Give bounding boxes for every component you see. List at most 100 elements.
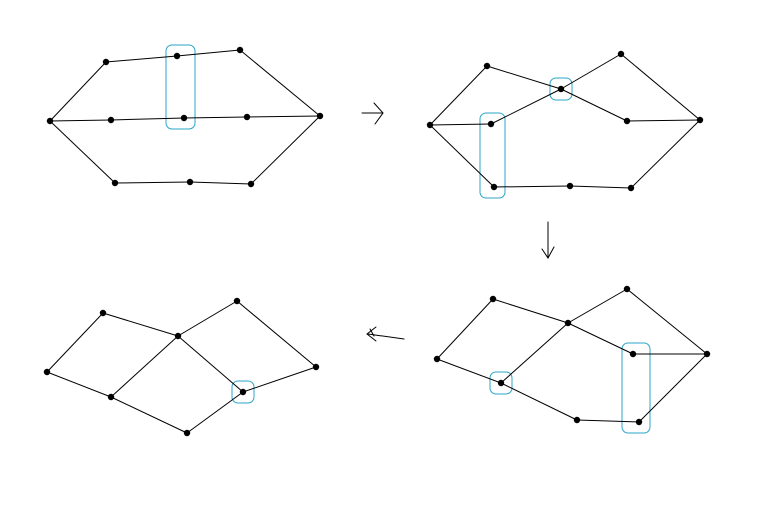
graph-vertex (487, 120, 495, 128)
arrow-down-stroke (541, 246, 555, 259)
graph-edge (46, 312, 104, 373)
arrow-right (361, 102, 384, 125)
graph-edge (239, 49, 321, 117)
arrow-left-stroke (366, 326, 377, 342)
graph-edge (429, 65, 488, 126)
graph-edge (630, 119, 701, 189)
graph-vertex (111, 179, 119, 187)
graph-vertex (43, 368, 51, 376)
arrow-left-stroke (367, 333, 405, 340)
graph-edge (105, 55, 178, 63)
graph-vertex (243, 113, 251, 121)
graph-vertex (433, 355, 441, 363)
highlight-box (489, 371, 513, 395)
graph-vertex (107, 116, 115, 124)
transition-arrows (361, 102, 555, 342)
graph-vertex (566, 182, 574, 190)
graph-edge (429, 124, 495, 188)
graph-edge (46, 371, 112, 398)
graph-edge (626, 288, 708, 355)
panel-3 (433, 285, 711, 434)
graph-vertex (623, 117, 631, 125)
graph-vertex (99, 309, 107, 317)
graph-edge (429, 123, 492, 126)
graph-vertex (635, 418, 643, 426)
graph-edge (177, 335, 244, 393)
highlight-box (621, 342, 651, 434)
graph-edge (114, 181, 191, 184)
graph-vertex (236, 46, 244, 54)
graph-vertex (703, 350, 711, 358)
graph-edge (186, 391, 244, 434)
highlight-box (165, 44, 196, 130)
graph-edge (110, 396, 188, 434)
graph-vertex (426, 121, 434, 129)
panel-4 (43, 297, 320, 437)
graph-edge (620, 53, 701, 121)
arrow-left (366, 326, 405, 342)
highlight-box (479, 112, 506, 199)
graph-edge (246, 115, 321, 118)
graph-edge (236, 300, 317, 368)
graph-vertex (489, 295, 497, 303)
graph-edge (102, 312, 179, 337)
graph-vertex (186, 178, 194, 186)
graph-edge (110, 335, 179, 398)
graph-vertex (247, 180, 255, 188)
graph-edge (500, 382, 578, 421)
graph-edge (436, 358, 502, 384)
graph-vertex (239, 388, 247, 396)
graph-edge (110, 117, 185, 121)
graph-edge (638, 353, 708, 423)
graph-vertex (497, 379, 505, 387)
graph-vertex (696, 116, 704, 124)
graph-edge (576, 419, 640, 423)
graph-vertex (629, 350, 637, 358)
graph-vertex (173, 52, 181, 60)
graph-edge (626, 119, 701, 122)
panel-2 (426, 50, 704, 199)
graph-vertex (102, 58, 110, 66)
graph-vertex (617, 50, 625, 58)
graph-edge (493, 185, 571, 188)
arrow-left-stroke (369, 328, 375, 337)
graph-edge (176, 49, 241, 57)
graph-edge (567, 288, 628, 324)
graph-edge (492, 298, 569, 324)
graph-vertex (316, 112, 324, 120)
graph-edge (177, 300, 238, 337)
graph-edge (500, 322, 569, 384)
graph-vertex (312, 363, 320, 371)
graph-edge (49, 120, 116, 184)
graph-edge (569, 185, 632, 189)
graph-edge (250, 115, 321, 185)
graph-edge (560, 88, 628, 122)
graph-edge (242, 366, 317, 393)
highlight-box (231, 380, 255, 404)
graph-vertex (183, 429, 191, 437)
graph-edge (490, 88, 562, 125)
arrow-down (541, 221, 555, 259)
highlight-box (549, 77, 573, 101)
graph-vertex (557, 85, 565, 93)
graph-vertex (573, 416, 581, 424)
graph-edge (436, 298, 494, 360)
diagram-panels (43, 44, 711, 437)
graph-vertex (627, 184, 635, 192)
graph-edge (486, 65, 562, 90)
graph-vertex (483, 62, 491, 70)
panel-1 (46, 44, 324, 188)
graph-edge (567, 322, 634, 355)
graph-edge (183, 116, 248, 119)
arrow-right-stroke (373, 102, 384, 125)
graph-vertex (623, 285, 631, 293)
graph-edge (49, 61, 107, 122)
graph-vertex (46, 117, 54, 125)
graph-edge (189, 181, 252, 185)
graph-vertex (180, 114, 188, 122)
graph-vertex (233, 297, 241, 305)
graph-vertex (174, 332, 182, 340)
graph-vertex (107, 393, 115, 401)
graph-edge (49, 119, 112, 122)
